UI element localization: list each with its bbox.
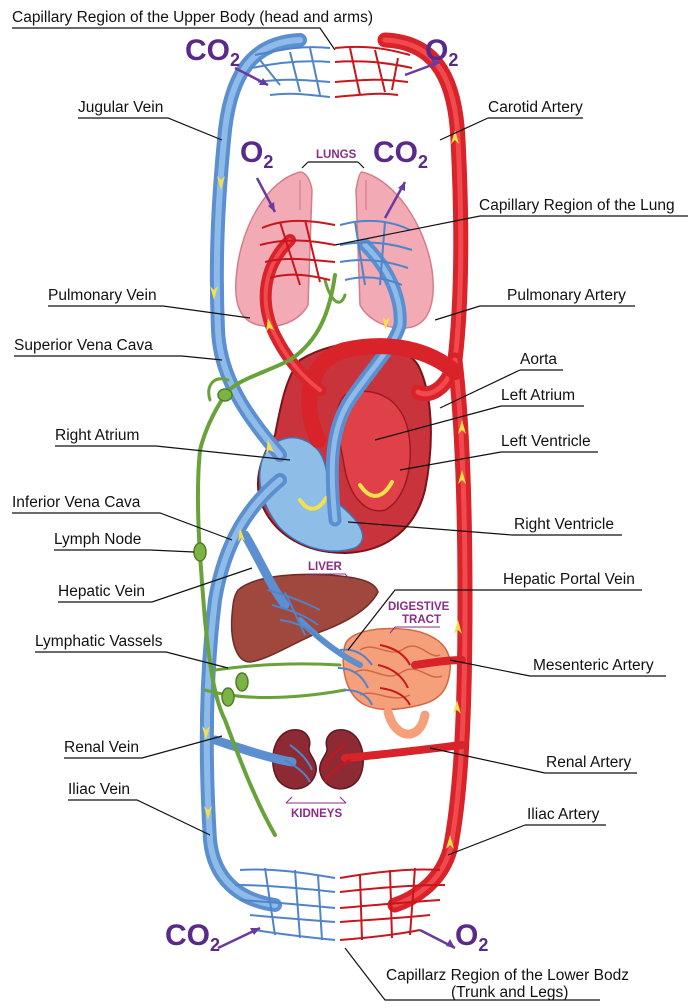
o2-upper-label: O2	[425, 34, 458, 70]
label-right-atrium: Right Atrium	[55, 427, 139, 444]
digestive-label-line1: DIGESTIVE	[388, 601, 450, 613]
o2-lower-label: O2	[455, 919, 488, 955]
label-mesenteric-artery: Mesenteric Artery	[533, 657, 654, 674]
label-superior-vena-cava: Superior Vena Cava	[14, 337, 153, 354]
heart	[258, 343, 431, 553]
co2-upper-label: CO2	[185, 34, 240, 70]
label-lymphatic-vassels: Lymphatic Vassels	[35, 633, 163, 650]
label-pulmonary-vein: Pulmonary Vein	[48, 287, 157, 304]
label-hepatic-portal-vein: Hepatic Portal Vein	[503, 571, 635, 588]
label-left-ventricle: Left Ventricle	[501, 433, 591, 450]
label-lymph-node: Lymph Node	[54, 531, 141, 548]
label-iliac-vein: Iliac Vein	[68, 781, 130, 798]
co2-lower-label: CO2	[165, 919, 220, 955]
label-right-ventricle: Right Ventricle	[514, 516, 614, 533]
label-capillary-upper: Capillary Region of the Upper Body (head…	[12, 9, 373, 26]
label-inferior-vena-cava: Inferior Vena Cava	[12, 494, 141, 511]
liver-label: LIVER	[308, 561, 343, 573]
digestive-label-line2: TRACT	[402, 614, 441, 626]
label-jugular-vein: Jugular Vein	[78, 99, 163, 116]
digestive-tract	[343, 628, 450, 734]
label-iliac-artery: Iliac Artery	[527, 806, 600, 823]
lungs-label: LUNGS	[316, 149, 357, 161]
label-capillary-lung: Capillary Region of the Lung	[479, 197, 675, 214]
label-renal-artery: Renal Artery	[546, 754, 632, 771]
kidneys-label: KIDNEYS	[291, 808, 342, 820]
capillary-upper-body	[252, 47, 412, 97]
label-carotid-artery: Carotid Artery	[488, 99, 583, 116]
label-hepatic-vein: Hepatic Vein	[58, 583, 145, 600]
label-capillary-lower-line1: Capillarz Region of the Lower Bodz	[386, 967, 629, 984]
label-pulmonary-artery: Pulmonary Artery	[507, 287, 626, 304]
label-aorta: Aorta	[520, 351, 557, 368]
co2-lung-label: CO2	[373, 136, 428, 172]
label-renal-vein: Renal Vein	[64, 739, 139, 756]
o2-lung-label: O2	[240, 136, 273, 172]
label-left-atrium: Left Atrium	[501, 387, 575, 404]
label-capillary-lower-line2: (Trunk and Legs)	[451, 984, 568, 1001]
